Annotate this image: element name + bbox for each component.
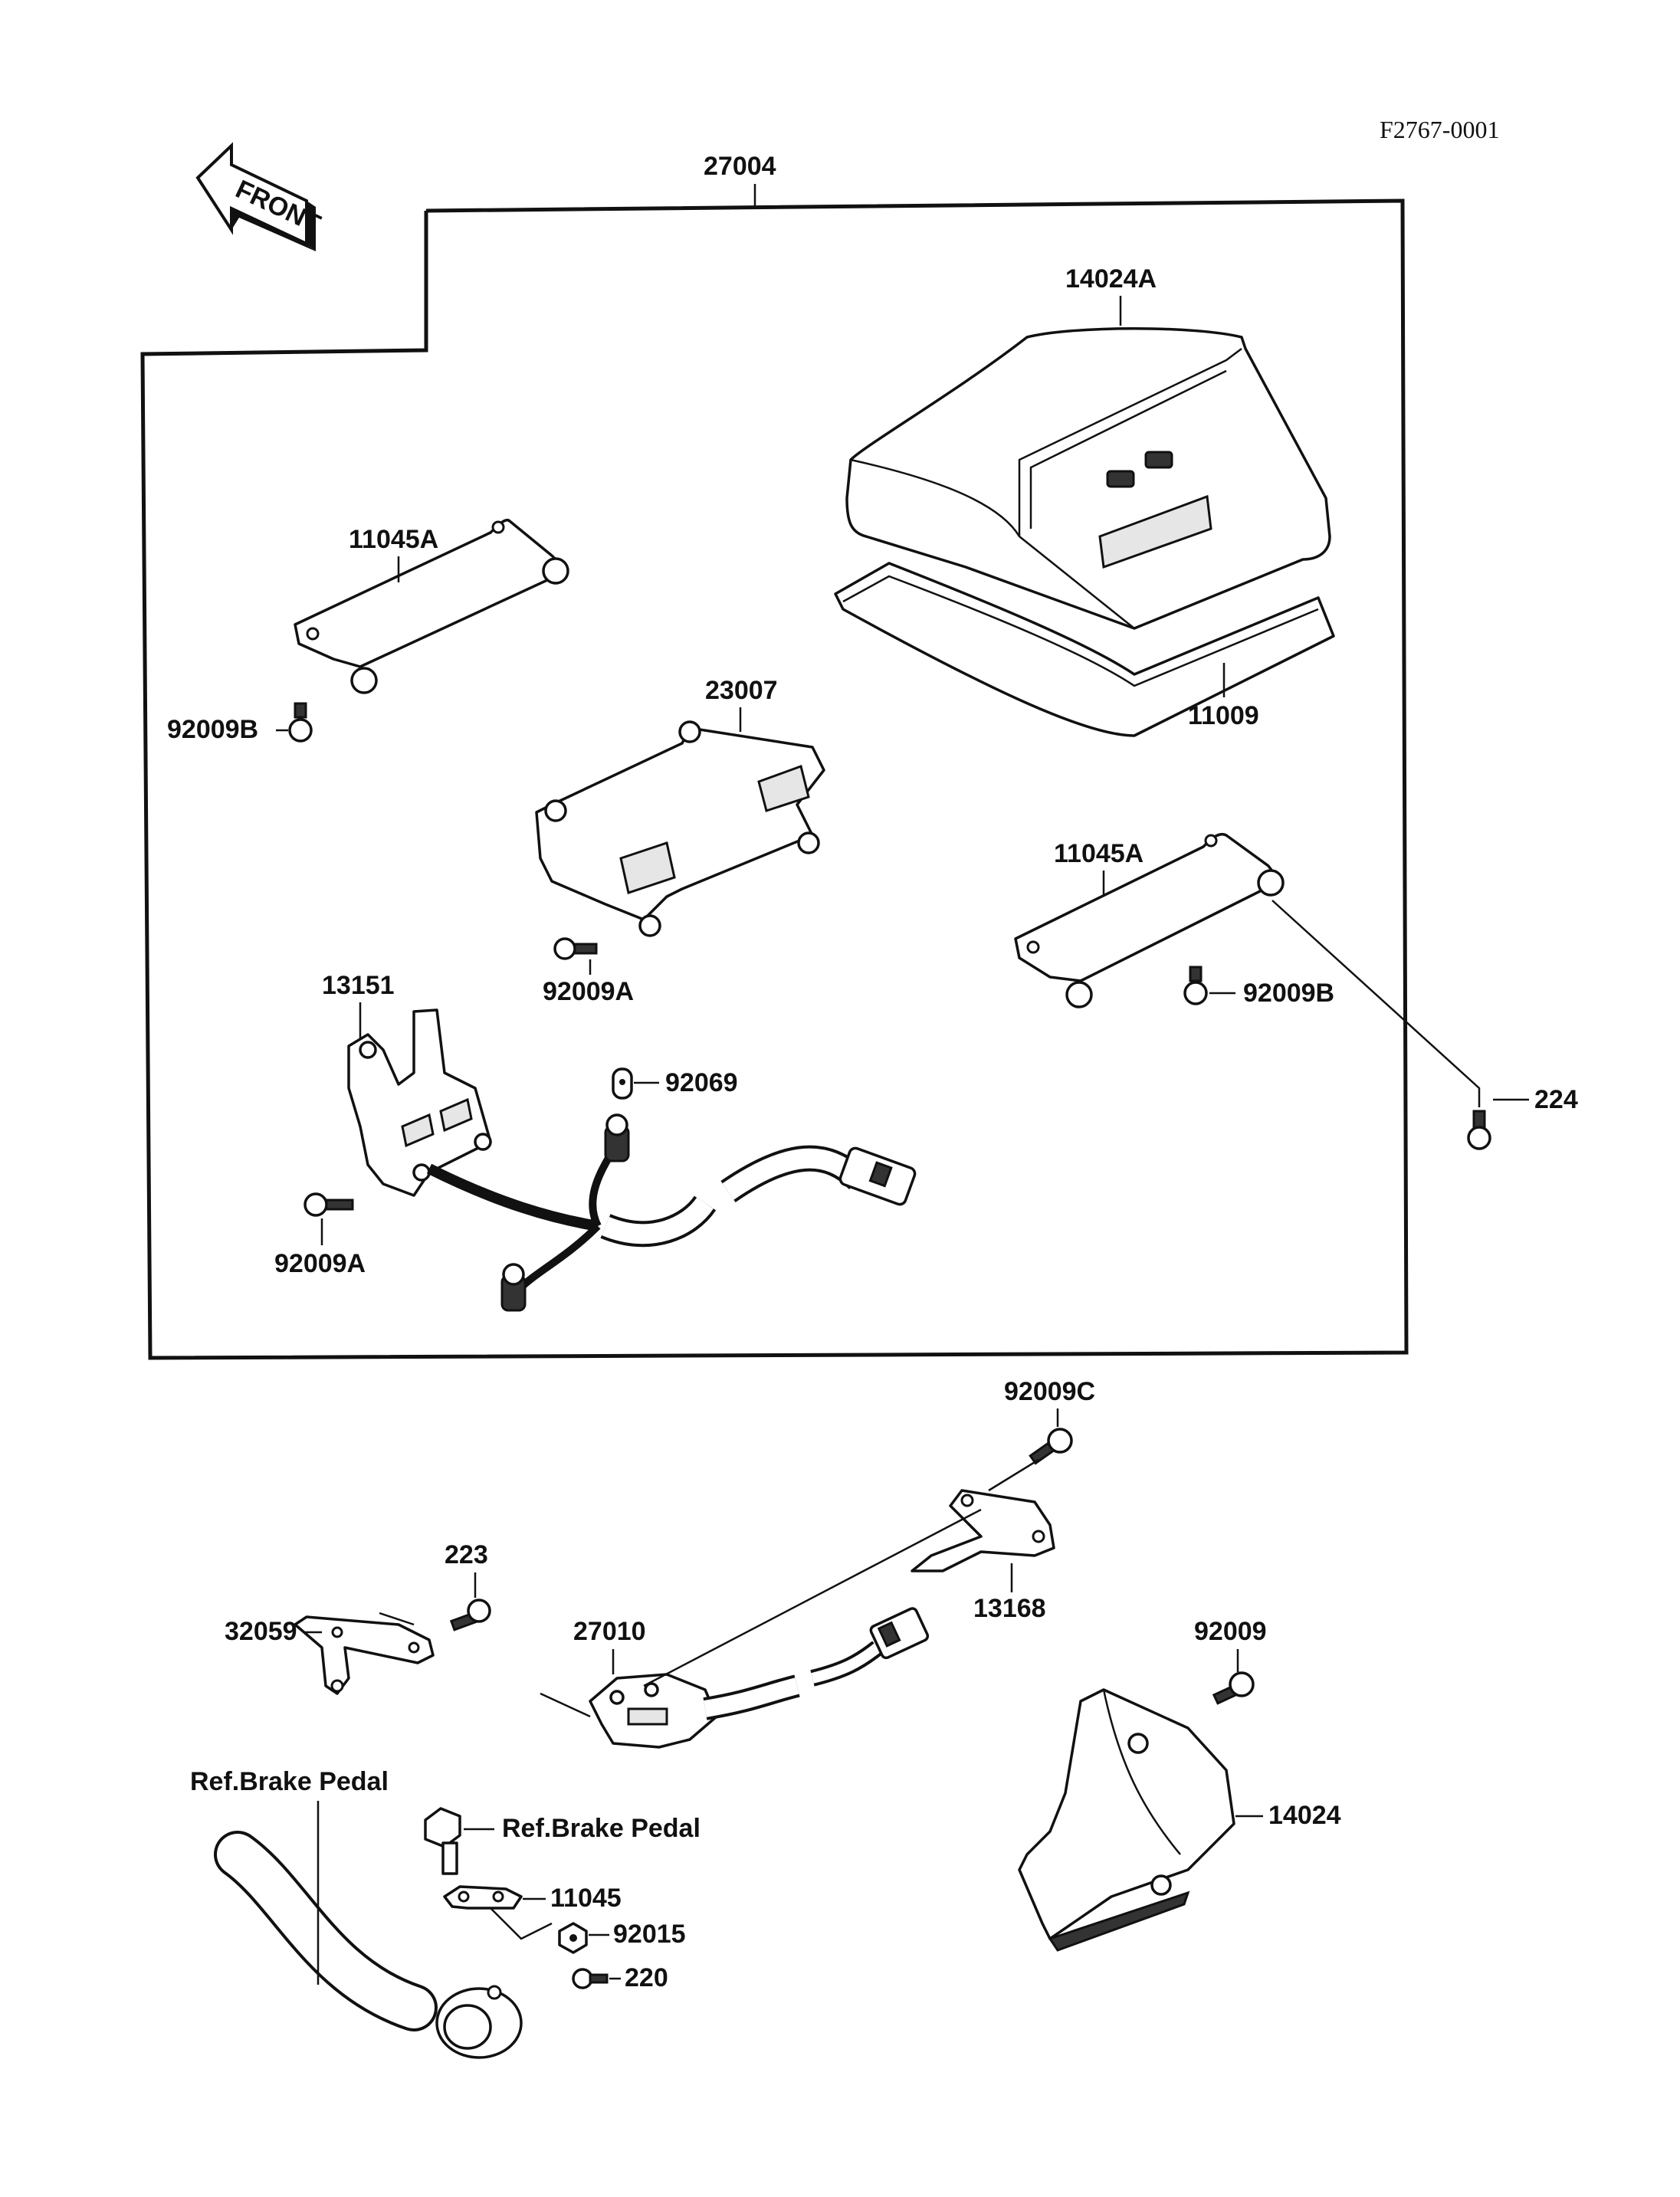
label-11045A-2: 11045A — [1054, 839, 1144, 868]
part-11009-gasket — [834, 562, 1335, 737]
part-92009-screw — [1212, 1671, 1255, 1705]
label-223: 223 — [445, 1540, 488, 1569]
kit-frame — [140, 198, 1409, 1360]
label-92069: 92069 — [665, 1068, 738, 1097]
ref-brake-pedal-part — [214, 1831, 523, 2059]
part-92009B-screw-upper — [288, 702, 313, 743]
label-13151: 13151 — [322, 971, 395, 1000]
label-224: 224 — [1534, 1085, 1578, 1114]
label-92009: 92009 — [1194, 1617, 1267, 1646]
diagram-code: F2767-0001 — [1380, 116, 1499, 143]
part-13151-socket — [347, 1008, 492, 1197]
part-223-screw — [449, 1599, 491, 1631]
label-14024A: 14024A — [1065, 264, 1157, 293]
part-92009B-screw-right — [1183, 966, 1208, 1005]
label-32059: 32059 — [225, 1617, 297, 1646]
part-14024A-meter-cover — [845, 327, 1331, 630]
part-92009C-screw — [1029, 1428, 1073, 1465]
part-92069-bulb — [612, 1067, 633, 1100]
wiring-harness — [426, 1113, 917, 1312]
part-92009A-screw-lower — [304, 1192, 354, 1217]
part-32059-bracket — [294, 1615, 435, 1695]
part-220-screw — [572, 1968, 609, 1989]
part-14024-cover — [1018, 1688, 1235, 1952]
part-27010-switch — [589, 1607, 930, 1749]
part-11045A-bracket-upper — [294, 519, 569, 694]
label-92015: 92015 — [613, 1920, 686, 1949]
label-92009B-1: 92009B — [167, 715, 258, 744]
label-27010: 27010 — [573, 1617, 646, 1646]
part-13168-bracket — [911, 1489, 1055, 1572]
part-23007-holder — [535, 720, 825, 937]
part-92015-nut — [558, 1922, 588, 1954]
label-13168: 13168 — [973, 1594, 1046, 1623]
label-11045: 11045 — [550, 1884, 622, 1913]
label-11009: 11009 — [1188, 701, 1259, 730]
part-11045A-bracket-right — [1014, 833, 1285, 1008]
label-ref-brake-pedal-2: Ref.Brake Pedal — [502, 1814, 701, 1843]
part-92009A-screw-upper — [553, 937, 598, 960]
front-arrow-icon: FRONT — [195, 142, 325, 251]
label-11045A-1: 11045A — [349, 525, 438, 554]
label-92009A-2: 92009A — [274, 1249, 366, 1278]
part-224-bolt — [1467, 1110, 1491, 1150]
part-brake-pedal-bolt — [424, 1807, 461, 1875]
label-ref-brake-pedal-1: Ref.Brake Pedal — [190, 1767, 389, 1796]
label-92009B-2: 92009B — [1243, 979, 1334, 1008]
label-220: 220 — [625, 1963, 668, 1992]
label-14024: 14024 — [1268, 1801, 1341, 1830]
label-92009C: 92009C — [1004, 1377, 1095, 1406]
label-27004: 27004 — [704, 152, 776, 181]
part-11045-bracket — [443, 1885, 523, 1910]
label-23007: 23007 — [705, 676, 778, 705]
label-92009A-1: 92009A — [543, 977, 634, 1006]
